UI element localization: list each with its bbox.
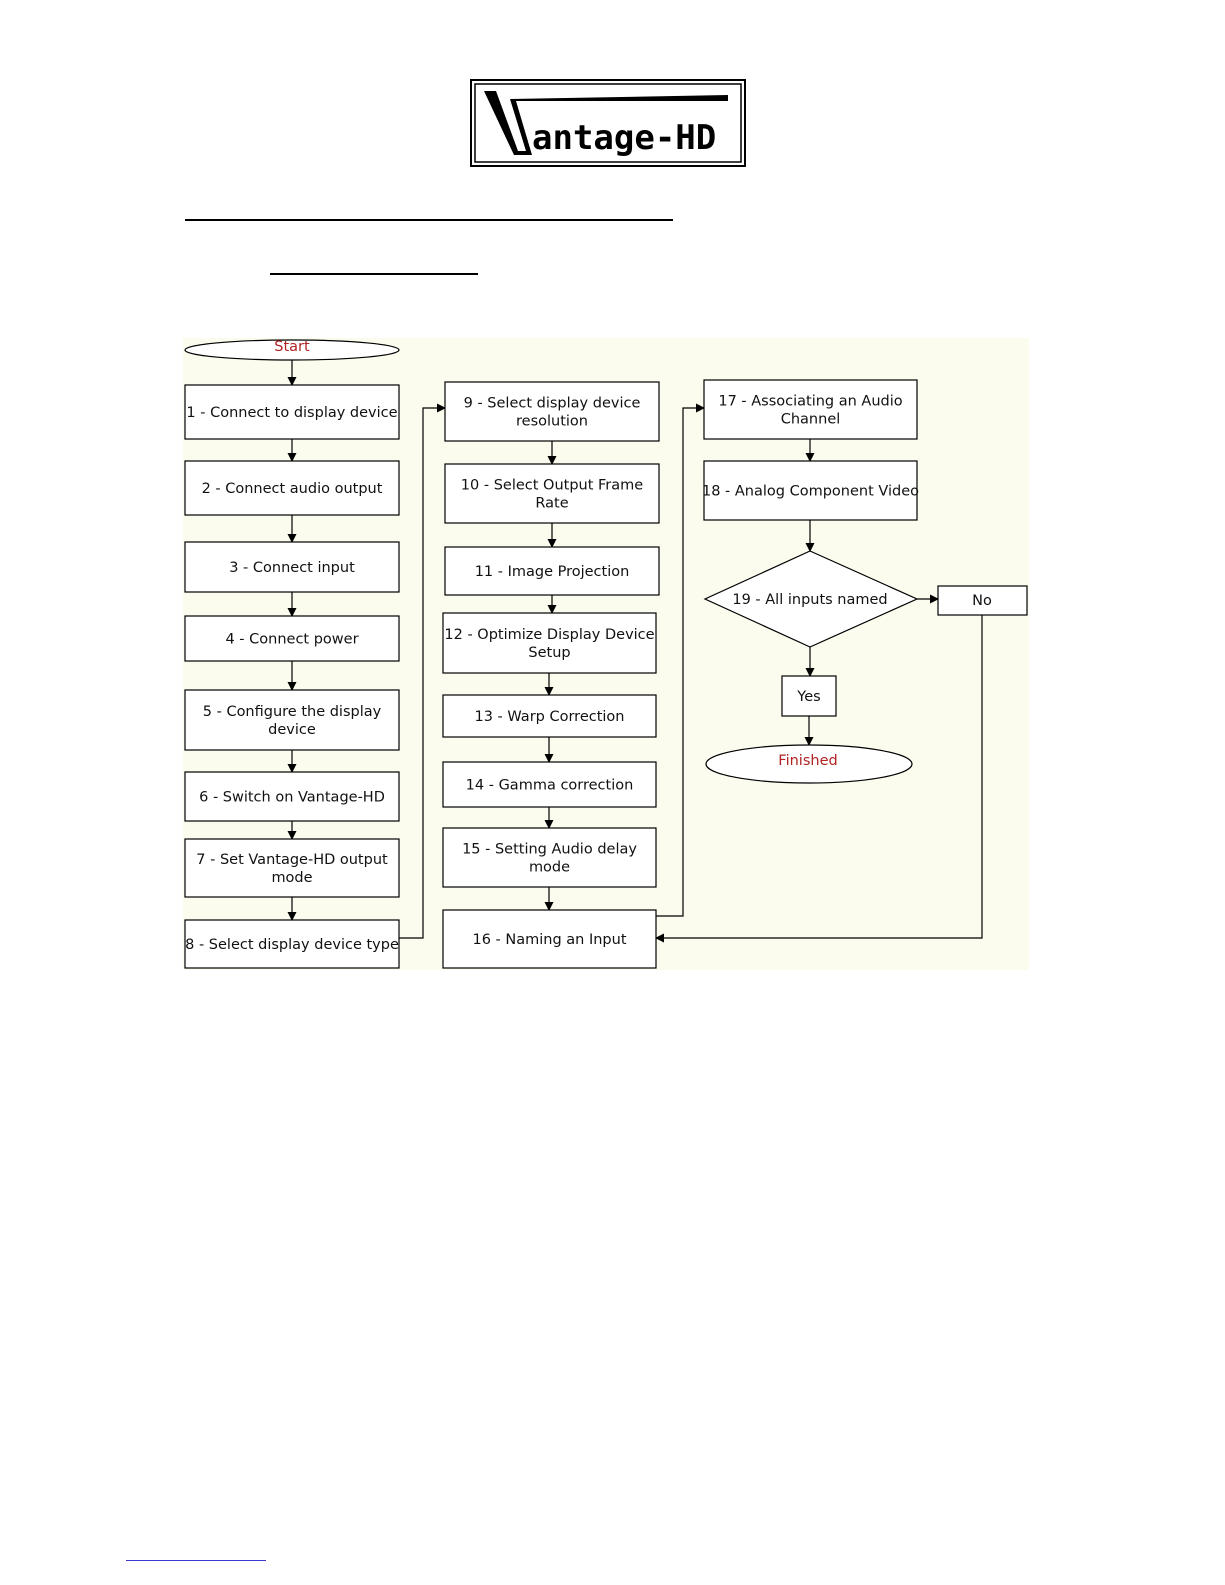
step-box-11	[444, 546, 660, 596]
no-box	[937, 585, 1028, 616]
edge-8-9	[399, 403, 446, 939]
finished-label: Finished	[778, 753, 837, 769]
decision-diamond	[703, 550, 919, 648]
start-terminal	[184, 339, 400, 361]
step-box-9	[444, 381, 660, 442]
logo-text: antage-HD	[532, 118, 716, 158]
step-box-4	[184, 615, 400, 662]
heading-rule-2	[270, 273, 478, 275]
step-box-8	[184, 919, 400, 969]
step-box-5	[184, 689, 400, 751]
edge-16-17	[656, 403, 705, 917]
step-label-13: 13 - Warp Correction	[475, 709, 625, 725]
step-box-7	[184, 838, 400, 898]
step-box-18	[703, 460, 918, 521]
step-box-12	[442, 612, 657, 674]
step-box-16	[442, 909, 657, 969]
yes-label: Yes	[796, 689, 820, 705]
step-box-15	[442, 827, 657, 888]
vantage-hd-logo: antage-HD	[470, 79, 746, 167]
step-label-8: 8 - Select display device type	[185, 937, 399, 953]
step-label-14: 14 - Gamma correction	[466, 778, 634, 794]
step-label-1: 1 - Connect to display device	[186, 405, 397, 421]
step-label-6: 6 - Switch on Vantage-HD	[199, 790, 385, 806]
yes-box	[781, 675, 837, 717]
setup-flowchart: Start 1 - Connect to display device 2 - Co…	[183, 338, 1029, 970]
no-label: No	[972, 593, 992, 609]
start-label: Start	[274, 339, 310, 355]
step-label-2: 2 - Connect audio output	[202, 481, 383, 497]
finished-terminal	[705, 744, 913, 784]
step-box-13	[442, 694, 657, 738]
step-label-18: 18 - Analog Component Video	[702, 484, 919, 500]
step-box-10	[444, 463, 660, 524]
step-box-2	[184, 460, 400, 516]
step-label-16: 16 - Naming an Input	[472, 932, 626, 948]
step-box-3	[184, 541, 400, 593]
decision-label: 19 - All inputs named	[732, 592, 887, 608]
step-box-17	[703, 379, 918, 440]
step-box-14	[442, 761, 657, 808]
step-label-11: 11 - Image Projection	[475, 564, 630, 580]
step-label-3: 3 - Connect input	[229, 560, 355, 576]
heading-rule-1	[185, 219, 673, 221]
edge-no-16	[655, 615, 983, 943]
step-label-4: 4 - Connect power	[225, 632, 358, 648]
footer-rule	[126, 1560, 266, 1561]
step-box-6	[184, 771, 400, 822]
step-box-1	[184, 384, 400, 440]
